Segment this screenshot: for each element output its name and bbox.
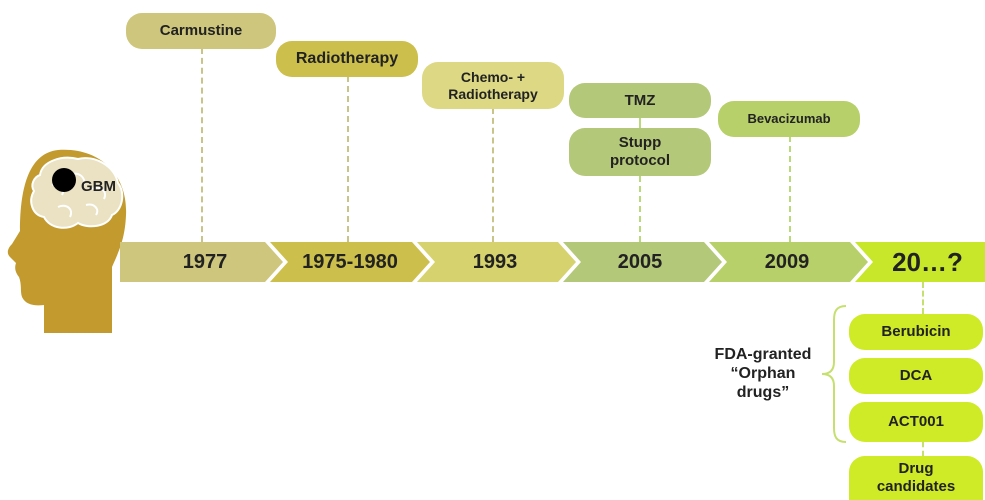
pill-carmustine: Carmustine — [126, 13, 276, 49]
connector-1975 — [347, 76, 349, 242]
timeline-arrow-4 — [563, 242, 722, 282]
connector-1993 — [492, 108, 494, 242]
connector-future — [922, 282, 924, 314]
pill-dca: DCA — [849, 358, 983, 394]
year-future: 20…? — [892, 246, 963, 277]
pill-stupp-protocol: Stupp protocol — [569, 128, 711, 176]
connector-tmz — [639, 118, 641, 128]
pill-tmz: TMZ — [569, 83, 711, 118]
bracket-icon — [821, 305, 847, 443]
year-1975-1980: 1975-1980 — [302, 250, 398, 273]
pill-chemo-radiotherapy: Chemo- + Radiotherapy — [422, 62, 564, 109]
gbm-label: GBM — [81, 178, 116, 195]
timeline-arrow-5 — [709, 242, 868, 282]
year-2009: 2009 — [764, 250, 810, 273]
timeline-arrow-1 — [120, 242, 283, 282]
timeline-arrow-3 — [417, 242, 576, 282]
connector-2005 — [639, 176, 641, 242]
pill-drug-candidates: Drug candidates — [849, 456, 983, 500]
tumor-dot — [52, 168, 76, 192]
year-1977: 1977 — [182, 250, 228, 273]
pill-radiotherapy: Radiotherapy — [276, 41, 418, 77]
orphan-drugs-label: FDA-granted “Orphan drugs” — [714, 346, 812, 402]
timeline-arrow-2 — [270, 242, 430, 282]
connector-2009 — [789, 136, 791, 242]
connector-candidates — [922, 442, 924, 456]
connector-1977 — [201, 48, 203, 242]
timeline-arrow-6 — [855, 242, 985, 282]
pill-act001: ACT001 — [849, 402, 983, 442]
year-1993: 1993 — [472, 250, 518, 273]
year-2005: 2005 — [617, 250, 663, 273]
pill-berubicin: Berubicin — [849, 314, 983, 350]
pill-bevacizumab: Bevacizumab — [718, 101, 860, 137]
head-icon — [7, 149, 127, 333]
